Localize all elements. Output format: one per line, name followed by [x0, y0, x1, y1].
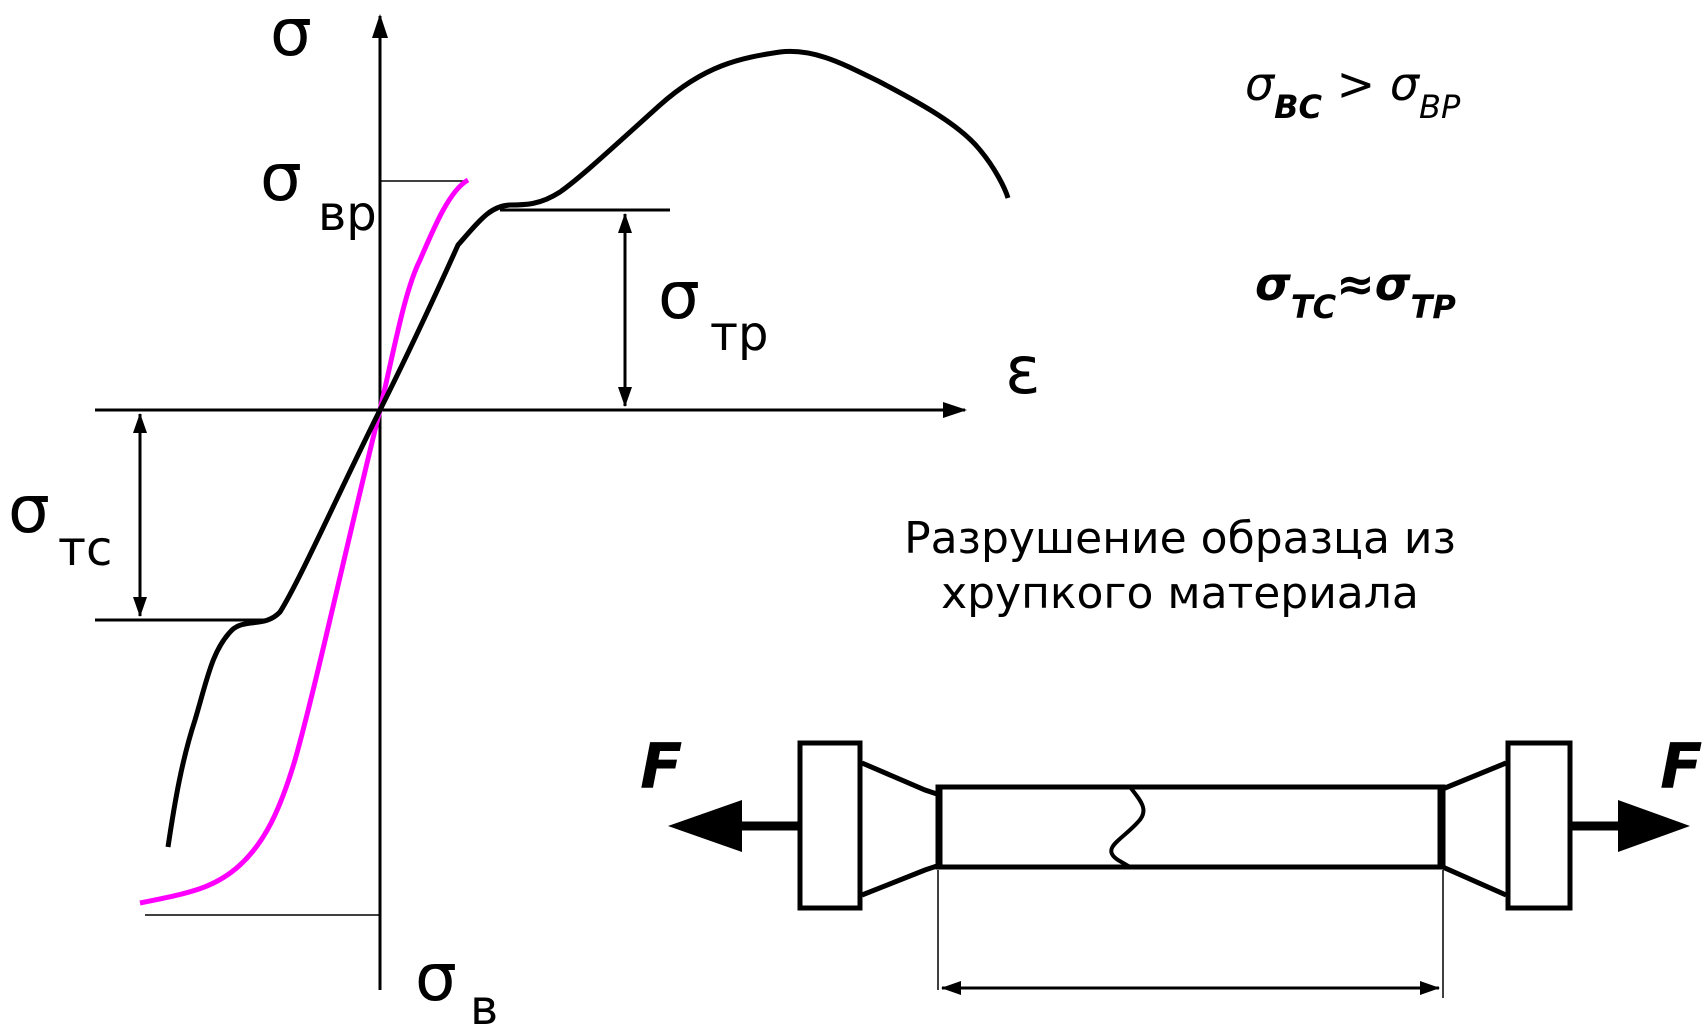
sigma-axis-label: σ	[270, 0, 312, 71]
right-taper	[1437, 760, 1508, 898]
sigma-tc-subscript: тс	[58, 521, 112, 577]
svg-text:σТС≈σТР: σТС≈σТР	[1255, 257, 1456, 326]
caption-line-2: хрупкого материала	[941, 568, 1419, 619]
left-force-arrowhead	[668, 800, 742, 852]
sigma-tc-label: σ	[8, 471, 50, 548]
sigma-v-label: σ	[415, 939, 457, 1016]
ductile-material-curve	[165, 48, 1011, 848]
sigma-v-subscript: в	[470, 980, 498, 1029]
left-force-label: F	[640, 730, 682, 803]
right-force-arrowhead	[1618, 800, 1690, 852]
sigma-tr-subscript: тр	[710, 306, 768, 362]
sigma-vr-label: σ	[260, 139, 302, 216]
right-force-label: F	[1660, 730, 1702, 803]
relation-sigma-vc-gt-sigma-vr: σВС > σВР	[1245, 57, 1461, 126]
gauge-section	[935, 784, 1446, 870]
svg-text:σВС > σВР: σВС > σВР	[1245, 57, 1461, 126]
caption-line-1: Разрушение образца из	[904, 513, 1456, 564]
specimen-drawing	[797, 740, 1573, 911]
sigma-vr-subscript: вр	[318, 186, 377, 242]
relation-sigma-tc-approx-sigma-tr: σТС≈σТР	[1255, 257, 1456, 326]
right-grip	[1505, 740, 1573, 911]
fracture-crack	[1109, 785, 1146, 869]
brittle-material-curve	[139, 177, 470, 906]
left-taper	[861, 760, 943, 898]
left-grip	[797, 740, 863, 911]
sigma-tr-label: σ	[658, 257, 700, 334]
epsilon-axis-label: ε	[1005, 332, 1041, 409]
